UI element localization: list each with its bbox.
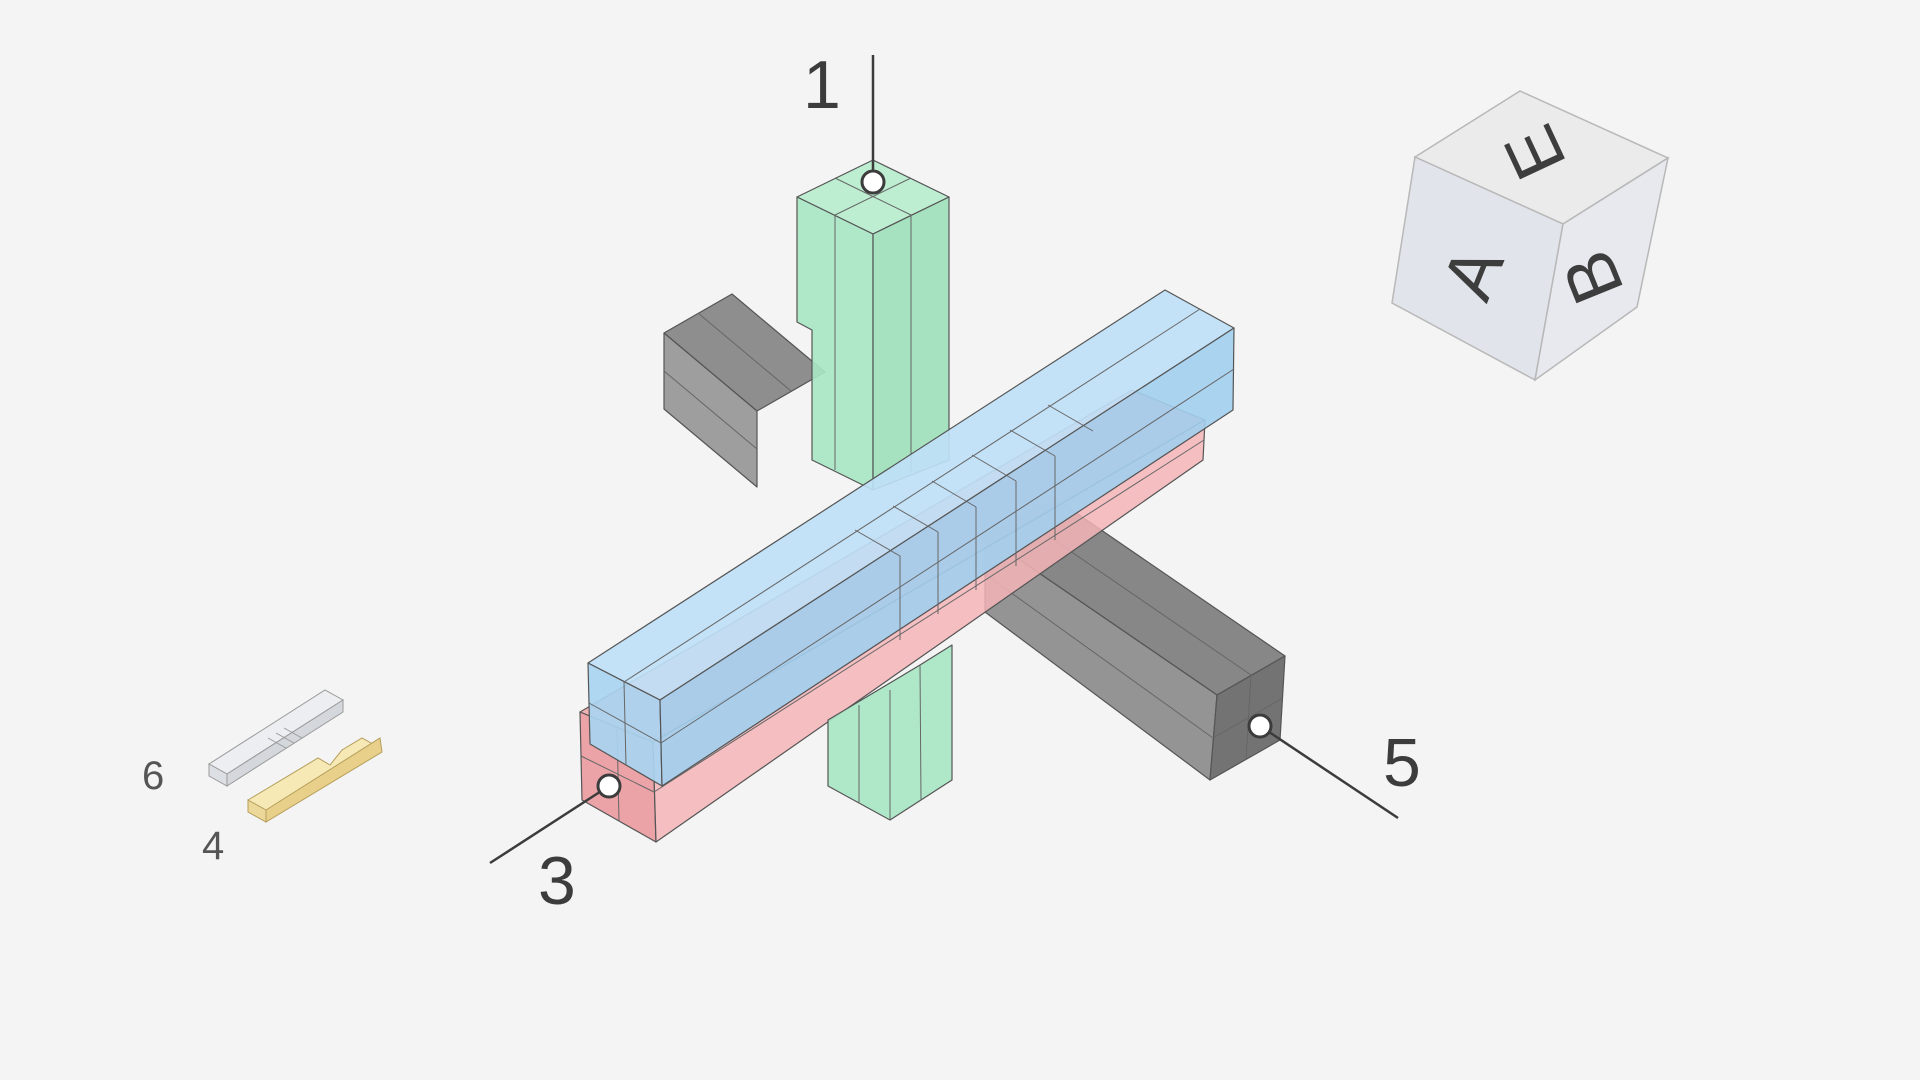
callout-5-label: 5	[1383, 725, 1421, 801]
view-cube-right-face[interactable]	[1533, 156, 1670, 382]
green-bar[interactable]	[796, 159, 953, 821]
part-4-label: 4	[202, 824, 224, 868]
callout-3-marker[interactable]	[596, 773, 622, 799]
part-6-thumbnail[interactable]	[208, 689, 344, 787]
part-6-label: 6	[142, 754, 164, 798]
callout-1: 1	[803, 47, 886, 195]
callout-3-label: 3	[538, 843, 576, 919]
parts-legend: 6 4	[142, 689, 383, 868]
blue-bar[interactable]	[587, 289, 1235, 787]
callout-5-marker[interactable]	[1247, 713, 1273, 739]
callout-5: 5	[1247, 713, 1421, 820]
view-cube[interactable]: E A B	[1391, 90, 1670, 382]
part-4-thumbnail[interactable]	[247, 737, 383, 823]
callout-1-marker[interactable]	[860, 169, 886, 195]
callout-1-label: 1	[803, 47, 841, 123]
callout-3: 3	[489, 773, 622, 919]
